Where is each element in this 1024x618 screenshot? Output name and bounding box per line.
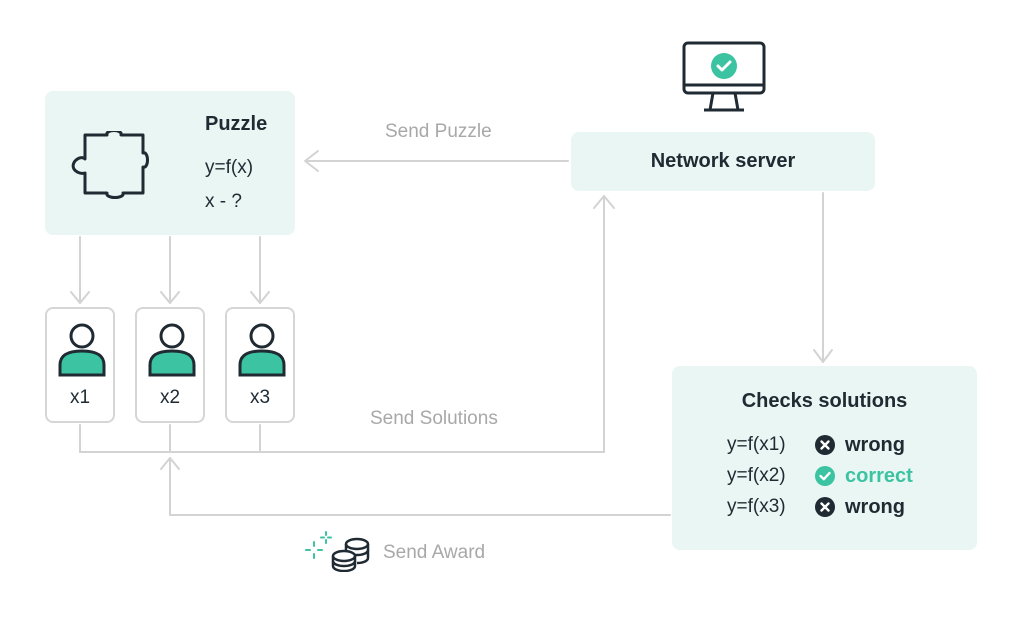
- solver-card-x1: x1: [45, 307, 115, 423]
- send-puzzle-label: Send Puzzle: [385, 121, 492, 142]
- sparkle-icon: [305, 531, 332, 559]
- puzzle-formula: y=f(x): [205, 157, 254, 178]
- check-row: y=f(x1) wrong: [727, 432, 905, 458]
- user-icon: [58, 323, 106, 377]
- coins-icon: [331, 537, 370, 572]
- send-solutions-arrow: [79, 195, 605, 453]
- network-server-box: Network server: [571, 132, 875, 191]
- check-result: wrong: [845, 495, 905, 518]
- check-circle-icon: [815, 466, 835, 486]
- puzzle-title: Puzzle: [205, 113, 268, 135]
- check-result: correct: [845, 464, 913, 487]
- solver-label: x2: [159, 387, 181, 408]
- solver-label: x3: [249, 387, 271, 408]
- user-icon: [148, 323, 196, 377]
- x-circle-icon: [815, 497, 835, 517]
- check-row: y=f(x2) correct: [727, 463, 913, 489]
- check-equation: y=f(x3): [727, 496, 786, 517]
- puzzle-unknown: x - ?: [205, 191, 242, 212]
- send-award-arrow: [169, 457, 671, 516]
- send-solutions-label: Send Solutions: [370, 408, 498, 429]
- solver-label: x1: [69, 387, 91, 408]
- check-result: wrong: [845, 433, 905, 456]
- check-equation: y=f(x2): [727, 465, 786, 486]
- x-circle-icon: [815, 435, 835, 455]
- checks-title: Checks solutions: [741, 390, 908, 412]
- user-icon: [238, 323, 286, 377]
- monitor-check-icon: [682, 41, 766, 112]
- puzzle-piece-icon: [71, 131, 149, 199]
- network-server-label: Network server: [650, 150, 796, 172]
- checks-solutions-box: Checks solutions y=f(x1) wrong y=f(x2) c…: [672, 366, 977, 550]
- solver-card-x3: x3: [225, 307, 295, 423]
- check-equation: y=f(x1): [727, 434, 786, 455]
- puzzle-box: Puzzle y=f(x) x - ?: [45, 91, 295, 235]
- solver-card-x2: x2: [135, 307, 205, 423]
- check-row: y=f(x3) wrong: [727, 494, 905, 520]
- send-award-label: Send Award: [383, 542, 486, 563]
